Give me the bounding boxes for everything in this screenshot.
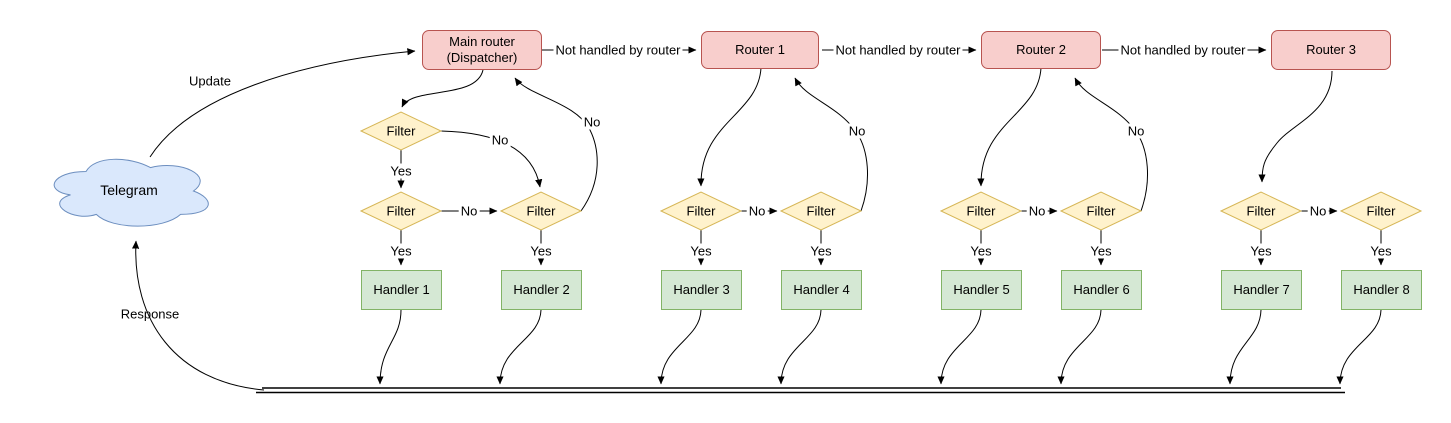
handler5-label: Handler 5 (953, 281, 1010, 297)
no-label-1: No (489, 132, 511, 148)
no-label-3: No (581, 114, 603, 130)
handler6-node: Handler 6 (1061, 270, 1142, 310)
handler1-label: Handler 1 (373, 281, 430, 297)
router1-label: Router 1 (735, 41, 785, 57)
filter9-label: Filter (1366, 203, 1396, 219)
handler4-node: Handler 4 (781, 270, 862, 310)
filter7-label: Filter (1086, 203, 1116, 219)
no-label-8: No (1307, 203, 1329, 219)
telegram-cloud-label: Telegram (100, 182, 158, 198)
edge-filter3-no-return (514, 77, 598, 212)
yes-label-1: Yes (388, 163, 414, 179)
yes-label-3: Yes (528, 243, 554, 259)
edge-handler3-bus (657, 309, 702, 385)
filter-diamond-6 (939, 191, 1023, 231)
no-label-6: No (1026, 203, 1048, 219)
filter-diamond-1 (359, 111, 443, 151)
handler1-node: Handler 1 (361, 270, 442, 310)
filter-diamond-3 (499, 191, 583, 231)
handler8-label: Handler 8 (1353, 281, 1410, 297)
filter-diamond-8 (1219, 191, 1303, 231)
no-label-4: No (746, 203, 768, 219)
handler4-label: Handler 4 (793, 281, 850, 297)
filter-diamond-7 (1059, 191, 1143, 231)
edge-router1-to-filter (697, 67, 762, 187)
edge-handler7-bus (1226, 309, 1262, 385)
edge-router3-to-filter (1258, 70, 1333, 183)
yes-label-6: Yes (968, 243, 994, 259)
yes-label-9: Yes (1368, 243, 1394, 259)
edge-handler4-bus (777, 309, 822, 385)
yes-label-7: Yes (1088, 243, 1114, 259)
router1-node: Router 1 (701, 31, 819, 69)
update-edge-label: Update (189, 73, 231, 89)
router3-node: Router 3 (1271, 30, 1391, 70)
edge-r1filter2-no-return (794, 77, 869, 212)
handler3-node: Handler 3 (661, 270, 742, 310)
main-router-label-line2: (Dispatcher) (446, 50, 518, 65)
edge-r2filter2-no-return (1074, 77, 1149, 212)
response-edge-label: Response (120, 306, 180, 322)
edge-handler8-bus (1336, 309, 1382, 385)
filter5-label: Filter (806, 203, 836, 219)
no-label-5: No (846, 123, 868, 139)
router3-label: Router 3 (1306, 41, 1356, 57)
handler2-node: Handler 2 (501, 270, 582, 310)
edge-handler5-bus (937, 309, 982, 385)
handler2-label: Handler 2 (513, 281, 570, 297)
filter1-label: Filter (386, 123, 416, 139)
handler5-node: Handler 5 (941, 270, 1022, 310)
handler8-node: Handler 8 (1341, 270, 1422, 310)
yes-label-2: Yes (388, 243, 414, 259)
yes-label-8: Yes (1248, 243, 1274, 259)
filter3-label: Filter (526, 203, 556, 219)
handler7-node: Handler 7 (1221, 270, 1302, 310)
handler6-label: Handler 6 (1073, 281, 1130, 297)
filter-diamond-2 (359, 191, 443, 231)
handler7-label: Handler 7 (1233, 281, 1290, 297)
main-router-node: Main router (Dispatcher) (422, 30, 542, 70)
not-handled-label-1: Not handled by router (553, 42, 683, 58)
filter2-label: Filter (386, 203, 416, 219)
edge-main-to-filter1 (401, 69, 484, 108)
handler3-label: Handler 3 (673, 281, 730, 297)
edge-response (132, 240, 265, 391)
telegram-cloud-shape (53, 158, 209, 227)
filter8-label: Filter (1246, 203, 1276, 219)
no-label-2: No (458, 203, 480, 219)
yes-label-4: Yes (688, 243, 714, 259)
filter-diamond-9 (1339, 191, 1423, 231)
filter-diamond-4 (659, 191, 743, 231)
no-label-7: No (1125, 123, 1147, 139)
filter4-label: Filter (686, 203, 716, 219)
main-router-label-line1: Main router (449, 33, 515, 49)
router2-label: Router 2 (1016, 41, 1066, 57)
not-handled-label-3: Not handled by router (1118, 42, 1248, 58)
filter6-label: Filter (966, 203, 996, 219)
edge-handler1-bus (376, 309, 402, 385)
edge-handler2-bus (496, 309, 542, 385)
filter-diamond-5 (779, 191, 863, 231)
yes-label-5: Yes (808, 243, 834, 259)
not-handled-label-2: Not handled by router (833, 42, 963, 58)
edge-handler6-bus (1057, 309, 1102, 385)
edge-router2-to-filter (977, 67, 1042, 187)
router2-node: Router 2 (981, 31, 1101, 69)
edge-update (149, 48, 416, 158)
